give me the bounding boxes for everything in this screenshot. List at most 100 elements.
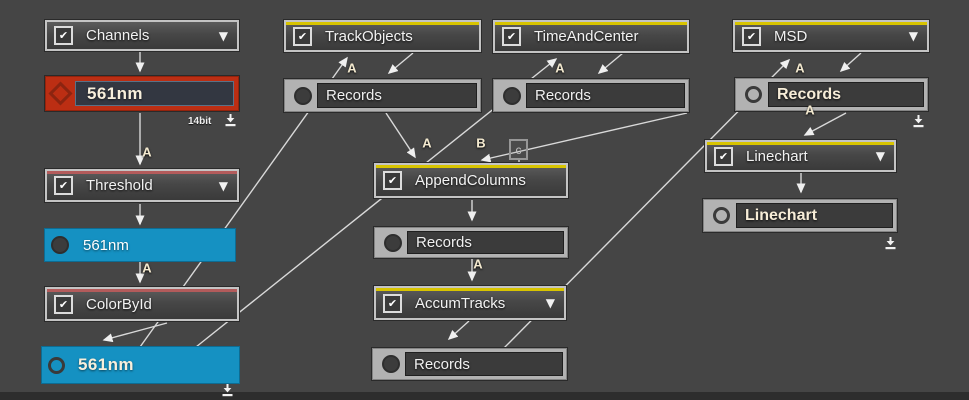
port-label-a: A xyxy=(422,135,432,151)
node-records-appendcolumns[interactable]: Records xyxy=(374,227,568,258)
chevron-down-icon[interactable]: ▼ xyxy=(545,296,555,310)
node-appendcolumns[interactable]: ✔ AppendColumns xyxy=(374,163,568,198)
node-accumtracks-label: AccumTracks xyxy=(415,294,506,312)
filled-circle-icon xyxy=(45,236,74,254)
node-records-accumtracks[interactable]: Records xyxy=(372,348,567,380)
edge-accumtracks-to-records xyxy=(447,320,470,341)
records-label: Records xyxy=(416,234,472,251)
filled-circle-icon xyxy=(378,233,407,252)
records-label: Records xyxy=(326,87,382,104)
accent-bar xyxy=(376,165,566,168)
c-port-box[interactable]: c xyxy=(509,139,528,160)
records-label: Records xyxy=(777,85,842,103)
download-icon[interactable] xyxy=(224,113,237,127)
checkbox-accumtracks[interactable]: ✔ xyxy=(383,293,402,313)
node-timeandcenter[interactable]: ✔ TimeAndCenter xyxy=(493,20,689,53)
port-label-a: A xyxy=(795,60,805,76)
accent-bar xyxy=(47,171,237,174)
node-timeandcenter-label: TimeAndCenter xyxy=(534,28,639,45)
node-image-561nm-raw[interactable]: 561nm xyxy=(45,76,239,111)
node-linechart-output[interactable]: Linechart xyxy=(703,199,897,232)
accent-bar xyxy=(495,22,687,25)
edge-trackobjects-to-records xyxy=(387,52,414,74)
node-colorbyid-label: ColorById xyxy=(86,295,152,313)
download-icon[interactable] xyxy=(884,236,897,250)
node-accumtracks[interactable]: ✔ AccumTracks ▼ xyxy=(374,286,566,320)
accent-bar xyxy=(286,22,479,25)
checkbox-channels[interactable]: ✔ xyxy=(54,26,73,45)
accent-bar xyxy=(735,22,927,25)
checkbox-trackobjects[interactable]: ✔ xyxy=(293,26,312,46)
filled-circle-icon xyxy=(288,86,317,105)
chevron-down-icon[interactable]: ▼ xyxy=(875,149,885,163)
filled-circle-icon xyxy=(376,355,405,373)
node-colorbyid[interactable]: ✔ ColorById xyxy=(45,287,239,321)
check-icon: ✔ xyxy=(506,30,517,43)
checkbox-colorbyid[interactable]: ✔ xyxy=(54,294,73,314)
port-label-a: A xyxy=(555,60,565,76)
checkbox-timeandcenter[interactable]: ✔ xyxy=(502,27,521,46)
bit-depth-label: 14bit xyxy=(188,116,212,127)
node-channels[interactable]: ✔ Channels ▼ xyxy=(45,20,239,51)
chevron-down-icon[interactable]: ▼ xyxy=(218,28,228,43)
edge-records-to-linechart xyxy=(803,112,847,136)
image-name-box: 561nm xyxy=(75,81,234,106)
open-circle-icon xyxy=(707,207,736,224)
download-icon[interactable] xyxy=(221,383,234,397)
edge-records-to-appendcolumns-a xyxy=(385,112,416,159)
check-icon: ✔ xyxy=(297,29,308,43)
edge-timeandcenter-to-records xyxy=(597,52,624,74)
node-msd[interactable]: ✔ MSD ▼ xyxy=(733,20,929,52)
edge-records-to-appendcolumns-b xyxy=(480,112,688,163)
download-icon[interactable] xyxy=(912,114,925,128)
port-label-a: A xyxy=(347,60,357,76)
edge-msd-to-records xyxy=(839,52,862,73)
check-icon: ✔ xyxy=(746,29,757,43)
node-trackobjects-label: TrackObjects xyxy=(325,27,413,45)
node-msd-label: MSD xyxy=(774,27,808,45)
node-records-trackobjects[interactable]: Records xyxy=(284,79,481,112)
check-icon: ✔ xyxy=(387,174,398,187)
records-label: Records xyxy=(535,87,591,104)
open-circle-icon xyxy=(739,86,768,103)
linechart-output-label: Linechart xyxy=(745,206,818,224)
checkbox-msd[interactable]: ✔ xyxy=(742,26,761,46)
node-records-timeandcenter[interactable]: Records xyxy=(493,79,689,112)
checkbox-appendcolumns[interactable]: ✔ xyxy=(383,171,402,190)
node-records-msd[interactable]: Records xyxy=(735,78,928,111)
image-561nm-label: 561nm xyxy=(87,83,143,103)
checkbox-threshold[interactable]: ✔ xyxy=(54,176,73,195)
port-label-a: A xyxy=(805,102,815,118)
node-linechart[interactable]: ✔ Linechart ▼ xyxy=(705,140,896,172)
image-561nm-label: 561nm xyxy=(83,236,129,254)
chevron-down-icon[interactable]: ▼ xyxy=(908,29,918,43)
check-icon: ✔ xyxy=(718,149,729,163)
image-561nm-label: 561nm xyxy=(78,355,134,374)
node-image-561nm-threshold[interactable]: 561nm xyxy=(45,229,235,261)
open-circle-icon xyxy=(42,356,71,374)
node-channels-label: Channels xyxy=(86,27,150,44)
node-threshold[interactable]: ✔ Threshold ▼ xyxy=(45,169,239,202)
accent-bar xyxy=(376,288,564,291)
diamond-icon xyxy=(46,81,75,106)
bottom-bar xyxy=(0,392,969,400)
node-threshold-label: Threshold xyxy=(86,177,153,194)
check-icon: ✔ xyxy=(58,29,69,42)
port-label-a: A xyxy=(142,144,152,160)
node-image-561nm-colored[interactable]: 561nm xyxy=(42,347,239,383)
checkbox-linechart[interactable]: ✔ xyxy=(714,146,733,166)
filled-circle-icon xyxy=(497,86,526,105)
check-icon: ✔ xyxy=(58,179,69,192)
port-label-b: B xyxy=(476,135,486,151)
check-icon: ✔ xyxy=(387,296,398,310)
check-icon: ✔ xyxy=(58,297,69,311)
c-port-label: c xyxy=(515,142,522,157)
chevron-down-icon[interactable]: ▼ xyxy=(218,178,228,193)
records-label: Records xyxy=(414,355,470,373)
port-label-a: A xyxy=(142,260,152,276)
accent-bar xyxy=(47,289,237,292)
port-label-a: A xyxy=(473,256,483,272)
node-trackobjects[interactable]: ✔ TrackObjects xyxy=(284,20,481,52)
accent-bar xyxy=(707,142,894,145)
